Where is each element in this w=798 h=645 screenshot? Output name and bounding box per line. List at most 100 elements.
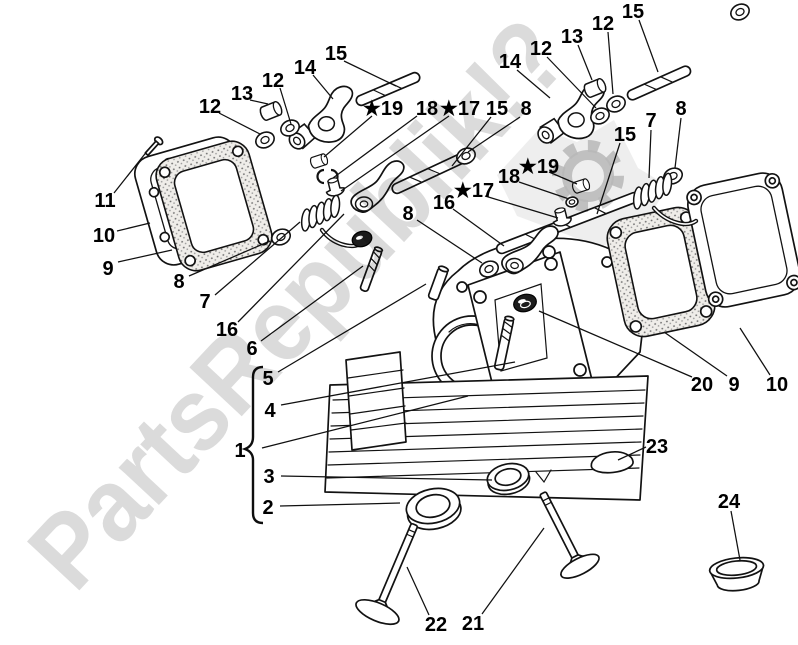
leader-line	[249, 99, 269, 105]
leader-line	[663, 331, 728, 377]
part-number-label: 11	[94, 190, 115, 212]
part-number-label: 15	[486, 98, 508, 120]
part-number-label: 3	[263, 466, 274, 488]
part-number-label: 21	[462, 613, 484, 635]
cylinder-head	[324, 237, 649, 501]
leader-line	[617, 446, 647, 461]
side-fins	[345, 351, 407, 451]
leader-line	[730, 510, 741, 561]
leader-line	[332, 115, 418, 179]
part-number-label: ★17	[454, 180, 494, 202]
leader-line	[607, 31, 614, 95]
valve-cover-right	[686, 172, 798, 308]
part-number-label: 6	[246, 338, 257, 360]
screw	[144, 136, 164, 157]
tappet-bucket	[708, 556, 765, 592]
leader-line	[343, 60, 397, 87]
leader-line	[116, 222, 151, 232]
part-number-label: 8	[675, 98, 686, 120]
part-number-label: 15	[325, 43, 347, 65]
valve-guide	[359, 246, 384, 293]
leader-line	[467, 116, 521, 153]
part-number-label: 9	[102, 258, 113, 280]
rocker-shaft	[626, 65, 692, 101]
leader-line	[312, 74, 334, 100]
leader-line	[577, 44, 593, 81]
part-number-label: 2	[262, 497, 273, 519]
leader-line	[117, 249, 173, 263]
part-number-label: 5	[262, 368, 273, 390]
part-number-label: 13	[231, 83, 253, 105]
stud	[493, 315, 515, 371]
leader-line	[188, 240, 271, 277]
part-number-label: 8	[402, 203, 413, 225]
leader-line	[546, 56, 597, 109]
part-number-label: 15	[622, 1, 644, 23]
part-number-label: ★17	[440, 98, 480, 120]
leader-line	[277, 283, 427, 373]
part-number-label: 14	[294, 57, 317, 79]
part-number-label: 15	[614, 124, 636, 146]
part-number-label: 10	[766, 374, 788, 396]
valve-guide-boss	[427, 265, 450, 301]
part-number-label: 8	[520, 98, 531, 120]
assembly-bracket	[241, 365, 264, 525]
part-number-label: 14	[499, 51, 522, 73]
part-number-label: ★19	[363, 98, 403, 120]
part-number-label: 8	[173, 271, 184, 293]
leader-line	[416, 219, 483, 264]
part-number-label: 13	[561, 26, 583, 48]
gear-watermark-icon	[552, 140, 624, 212]
leader-line	[674, 117, 682, 169]
end-cap	[590, 451, 634, 474]
part-number-label: ★19	[519, 156, 559, 178]
valve	[539, 491, 600, 579]
rubber-cap	[351, 230, 373, 248]
cover-gasket-left	[155, 140, 273, 272]
leader-line	[237, 213, 345, 323]
leader-line	[261, 395, 469, 449]
part-number-label: 9	[728, 374, 739, 396]
part-number-label: 1	[234, 440, 245, 462]
part-number-label: 12	[592, 13, 614, 35]
leader-line	[516, 69, 551, 99]
rubber-cap	[513, 293, 537, 313]
part-number-label: 7	[645, 110, 656, 132]
part-number-label: 16	[216, 319, 238, 341]
part-number-label: 12	[262, 70, 284, 92]
leader-line	[648, 129, 652, 179]
part-number-label: 18	[416, 98, 438, 120]
leader-line	[113, 149, 149, 194]
leader-line	[260, 265, 364, 342]
leader-line	[214, 221, 301, 296]
leader-line	[452, 208, 505, 247]
leader-line	[451, 116, 492, 167]
part-number-label: 23	[646, 436, 668, 458]
part-number-label: 16	[433, 192, 455, 214]
leader-line	[218, 112, 261, 135]
part-number-label: 20	[691, 374, 713, 396]
return-spring	[624, 169, 699, 227]
leader-line	[323, 115, 373, 158]
leader-line	[280, 361, 516, 406]
leader-line	[406, 566, 430, 616]
part-number-label: 18	[498, 166, 520, 188]
leader-line	[279, 502, 401, 507]
part-number-label: 10	[93, 225, 115, 247]
valve-seat-ring	[405, 487, 462, 531]
part-number-label: 7	[199, 291, 210, 313]
part-number-label: 12	[530, 38, 552, 60]
part-number-label: 4	[264, 400, 276, 422]
leader-line	[538, 310, 693, 378]
valve-seat-ring	[486, 462, 531, 496]
valve	[355, 522, 419, 626]
leader-line	[340, 115, 450, 192]
part-number-label: 12	[199, 96, 221, 118]
leader-line	[279, 87, 292, 125]
leader-line	[280, 475, 493, 481]
leader-line	[739, 327, 771, 376]
leader-line	[638, 19, 659, 73]
